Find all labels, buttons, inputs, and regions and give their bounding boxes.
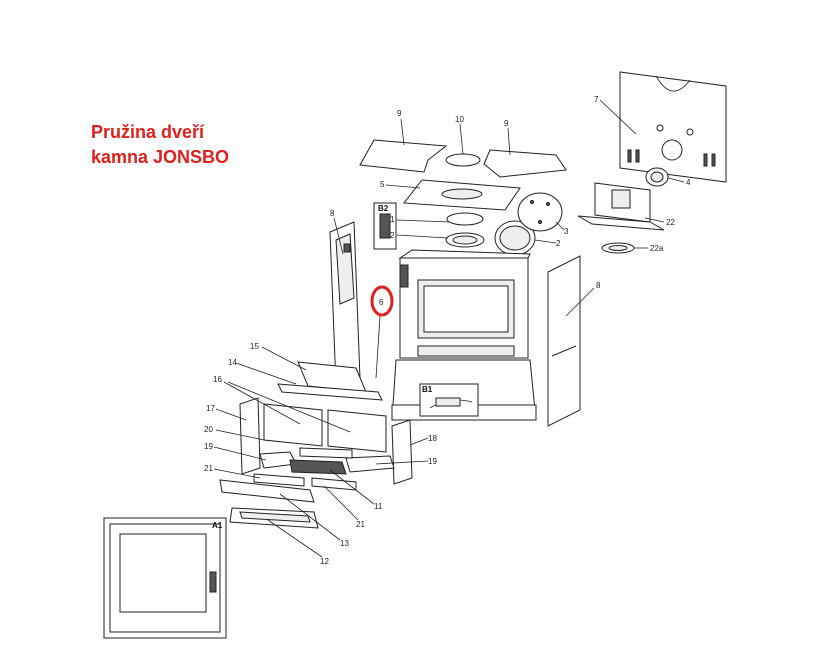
- part-top-disc: [445, 153, 481, 167]
- callout-1: 1: [390, 215, 395, 224]
- callout-5: 5: [380, 180, 385, 189]
- part-top-plates: [359, 139, 567, 178]
- part-gasket-22a: [601, 242, 635, 254]
- title-line-2: kamna JONSBO: [91, 147, 230, 167]
- callout-22: 22: [666, 218, 675, 227]
- part-door-detail: [103, 517, 227, 639]
- callout-2-right: 2: [556, 239, 561, 248]
- callout-17: 17: [206, 404, 215, 413]
- title-line-1: Pružina dveří: [91, 122, 205, 142]
- callout-11: 11: [374, 502, 383, 511]
- part-rear-shield: [619, 71, 727, 183]
- callout-3: 3: [564, 227, 569, 236]
- callout-9-left: 9: [397, 109, 402, 118]
- part-rings: [445, 212, 485, 248]
- callout-labels: 9 10 9 5 1 2 2 3 7 4 22 22a 8 8 6 15 14 …: [204, 95, 691, 566]
- part-side-bars: [253, 473, 357, 491]
- part-base-pieces: [259, 447, 395, 475]
- callout-20: 20: [204, 425, 213, 434]
- part-door-spring: [370, 285, 394, 379]
- callout-13: 13: [340, 539, 349, 548]
- callout-8-left: 8: [330, 209, 335, 218]
- diagram-title: Pružina dveří kamna JONSBO: [91, 120, 229, 170]
- callout-22a: 22a: [650, 244, 664, 253]
- callout-4: 4: [686, 178, 691, 187]
- part-baffle-plate: [403, 179, 521, 211]
- detail-label-b2: B2: [378, 204, 389, 213]
- callout-8-right: 8: [596, 281, 601, 290]
- callout-12: 12: [320, 557, 329, 566]
- callout-2-left: 2: [390, 231, 395, 240]
- part-ash-pan: [229, 507, 319, 529]
- callout-10: 10: [455, 115, 464, 124]
- part-b1-detail: [419, 383, 479, 417]
- callout-19-left: 19: [204, 442, 213, 451]
- detail-label-a1: A1: [212, 521, 223, 530]
- detail-label-b1: B1: [422, 385, 433, 394]
- callout-6: 6: [379, 298, 384, 307]
- callout-21-right: 21: [356, 520, 365, 529]
- part-flue-collar: [645, 167, 669, 187]
- callout-15: 15: [250, 342, 259, 351]
- part-grate-bar: [277, 383, 383, 401]
- part-rear-plate: [577, 182, 665, 231]
- callout-7: 7: [594, 95, 599, 104]
- part-side-panels: [329, 221, 581, 427]
- callout-18: 18: [428, 434, 437, 443]
- callout-16: 16: [213, 375, 222, 384]
- part-b2-detail: [373, 202, 397, 250]
- spring-highlight-circle: [370, 285, 394, 317]
- callout-14: 14: [228, 358, 237, 367]
- leader-lines: [213, 99, 685, 558]
- callout-21-left: 21: [204, 464, 213, 473]
- part-front-rail: [219, 479, 315, 503]
- callout-19-right: 19: [428, 457, 437, 466]
- callout-9-right: 9: [504, 119, 509, 128]
- part-round-covers: [494, 192, 563, 256]
